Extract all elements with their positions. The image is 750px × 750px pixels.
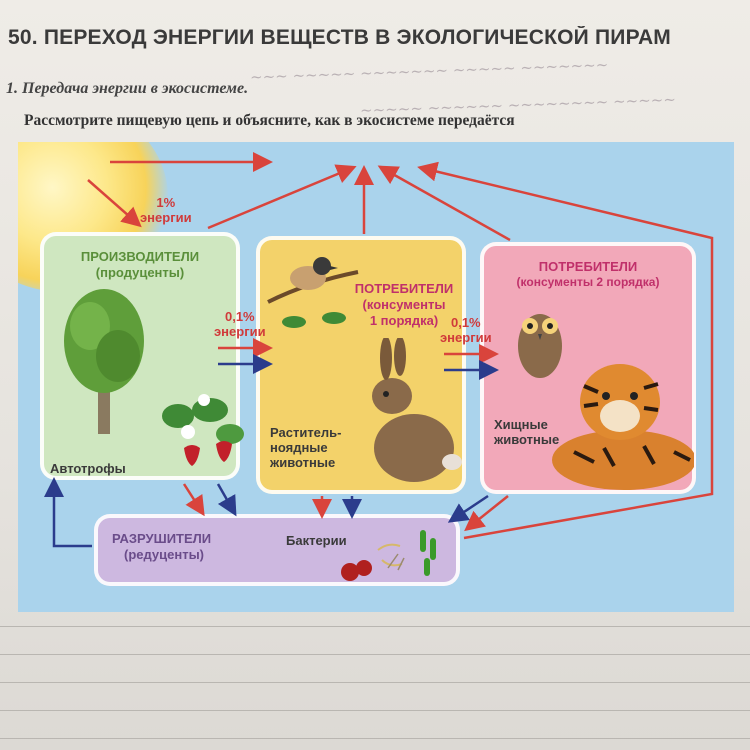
answer-line [0,682,750,683]
answer-line [0,738,750,739]
herbivores-label-line1: Раститель- [270,425,342,440]
consumers2-title: ПОТРЕБИТЕЛИ [538,259,638,274]
page-title: 50. ПЕРЕХОД ЭНЕРГИИ ВЕЩЕСТВ В ЭКОЛОГИЧЕС… [8,26,672,49]
answer-line [0,626,750,627]
producers-to-decomposers-red [182,483,205,517]
heat-loss-arrow-producers [207,164,357,230]
autotrophs-label: Автотрофы [50,461,126,476]
energy-transfer-label-1: 0,1% энергии [214,309,266,339]
tiger-illustration [552,364,694,490]
producers-title: ПРОИЗВОДИТЕЛИ [80,249,200,264]
answer-line [0,654,750,655]
task-subheading: 1. Передача энергии в экосистеме. [6,80,249,97]
strawberry-plant-illustration [162,394,244,466]
consumers2-panel: ПОТРЕБИТЕЛИ (консументы 2 порядка) Хищны… [480,242,696,494]
predators-label-line2: животные [494,432,560,447]
sun-arrow-down [87,179,142,228]
answer-line [0,710,750,711]
bird-on-branch-illustration [267,257,359,328]
energy-flow-diagram: 1% энергии ПРОИЗВОДИТЕЛИ (продуценты) [18,142,734,612]
owl-illustration [518,314,562,378]
hare-illustration [372,338,462,482]
consumers2-subtitle: (консументы 2 порядка) [516,275,660,289]
bacteria-label: Бактерии [286,533,347,548]
consumers2-to-decomposers-blue [447,494,489,523]
tree-illustration [64,289,144,434]
handwriting-scribble: ~~~ ~~~~~ ~~~~~~~ ~~~~~ ~~~~~~~ [249,55,609,87]
consumers2-to-decomposers-red [464,495,509,532]
energy-transfer-label-2: 0,1% энергии [440,315,492,345]
decomposers-subtitle: (редуценты) [124,547,205,562]
decomposers-title: РАЗРУШИТЕЛИ [112,531,212,546]
herbivores-label-line2: ноядные [270,440,328,455]
predators-label-line1: Хищные [494,417,548,432]
decomposers-to-producers-arrow [44,477,92,548]
decomposers-panel: РАЗРУШИТЕЛИ (редуценты) Бактерии [94,514,460,586]
heat-loss-arrow-consumers2 [377,165,511,242]
consumers1-panel: ПОТРЕБИТЕЛИ (консументы 1 порядка) Расти… [256,236,466,494]
task-instruction: Рассмотрите пищевую цепь и объясните, ка… [24,112,515,129]
answer-lines [0,614,750,750]
herbivores-label-line3: животные [270,455,336,470]
producers-subtitle: (продуценты) [95,265,185,280]
producers-panel: ПРОИЗВОДИТЕЛИ (продуценты) Автотрофы [40,232,244,480]
producers-to-decomposers-blue [216,483,237,517]
consumers1-title: ПОТРЕБИТЕЛИ [354,281,454,296]
sun-energy-label: 1% энергии [140,195,192,225]
heat-loss-arrow-decomposers [417,161,714,540]
consumers1-subtitle-line2: 1 порядка) [369,313,439,328]
consumers1-subtitle-line1: (консументы [362,297,446,312]
flow-arrows [44,152,714,548]
bacteria-illustration [341,530,436,581]
